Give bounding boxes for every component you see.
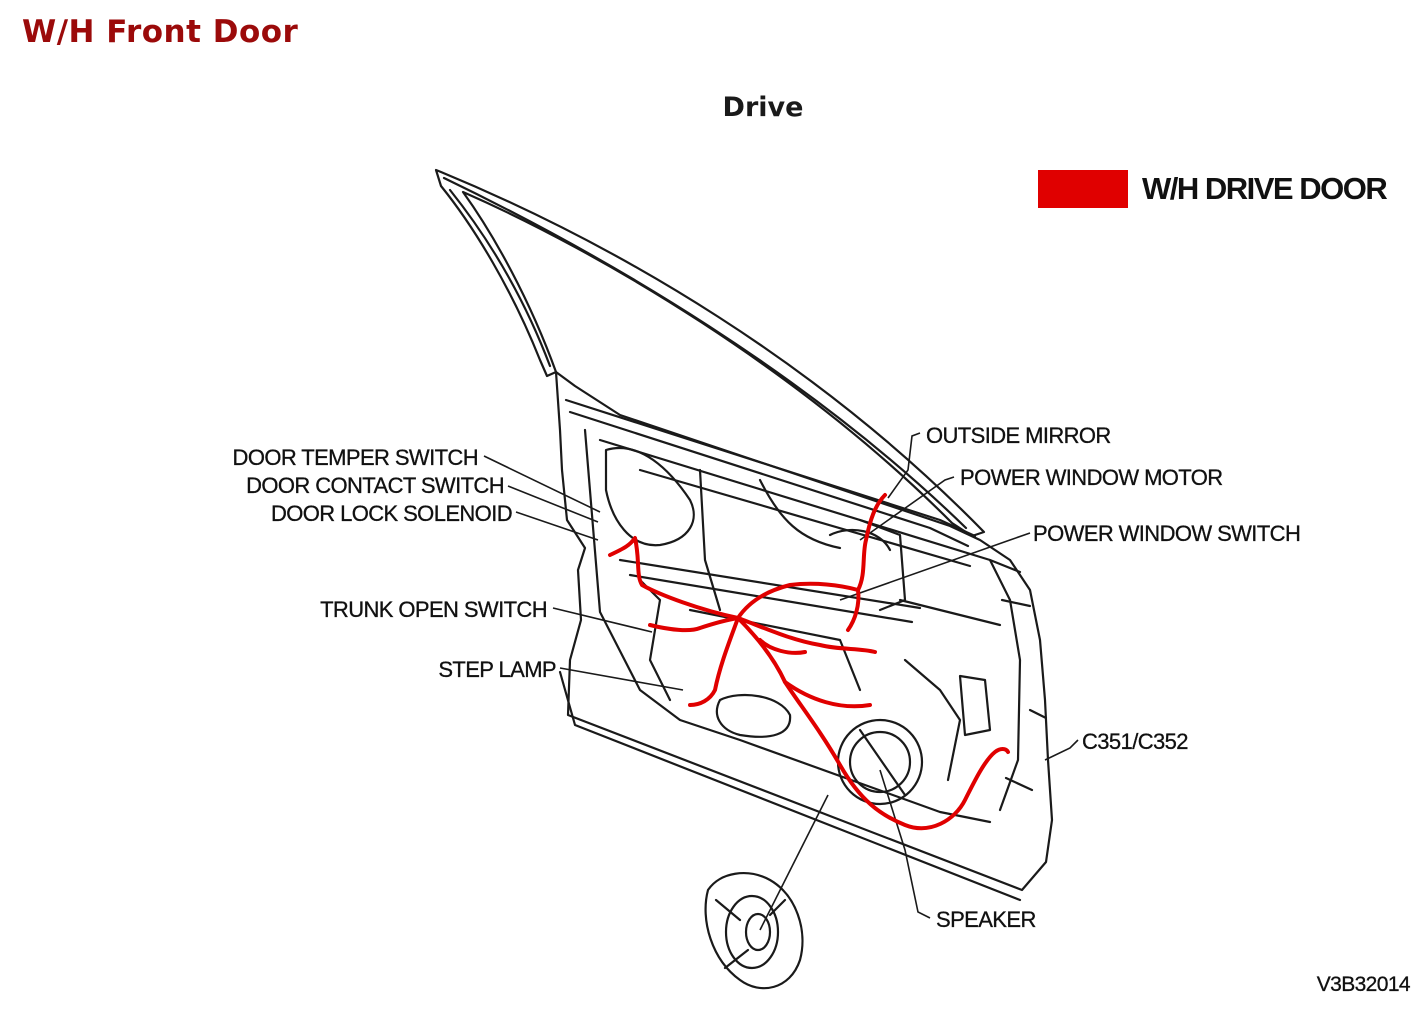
page-title: W/H Front Door [22,14,299,50]
door-panel [554,370,1054,892]
callout-outside-mirror: OUTSIDE MIRROR [926,423,1112,448]
callout-door-lock-solenoid: DOOR LOCK SOLENOID [270,501,513,526]
door-outline [434,168,1054,990]
wire-harness [608,493,1010,831]
callout-speaker: SPEAKER [936,907,1037,932]
callout-step-lamp: STEP LAMP [438,657,557,682]
callout-door-contact-switch: DOOR CONTACT SWITCH [246,473,505,498]
leader-lines [483,432,1079,931]
window-frame [434,168,986,538]
legend-label: W/H DRIVE DOOR [1142,171,1388,206]
legend-swatch-harness [1038,170,1128,208]
speaker-component [704,872,804,990]
figure-code: V3B32014 [1316,973,1411,996]
callout-power-window-switch: POWER WINDOW SWITCH [1033,521,1301,546]
callout-trunk-open-switch: TRUNK OPEN SWITCH [320,597,548,622]
legend: W/H DRIVE DOOR [1038,168,1388,210]
callout-door-temper-switch: DOOR TEMPER SWITCH [232,445,478,470]
diagram-subtitle: Drive [722,92,804,123]
callout-connector: C351/C352 [1082,729,1189,754]
callout-power-window-motor: POWER WINDOW MOTOR [960,465,1223,490]
